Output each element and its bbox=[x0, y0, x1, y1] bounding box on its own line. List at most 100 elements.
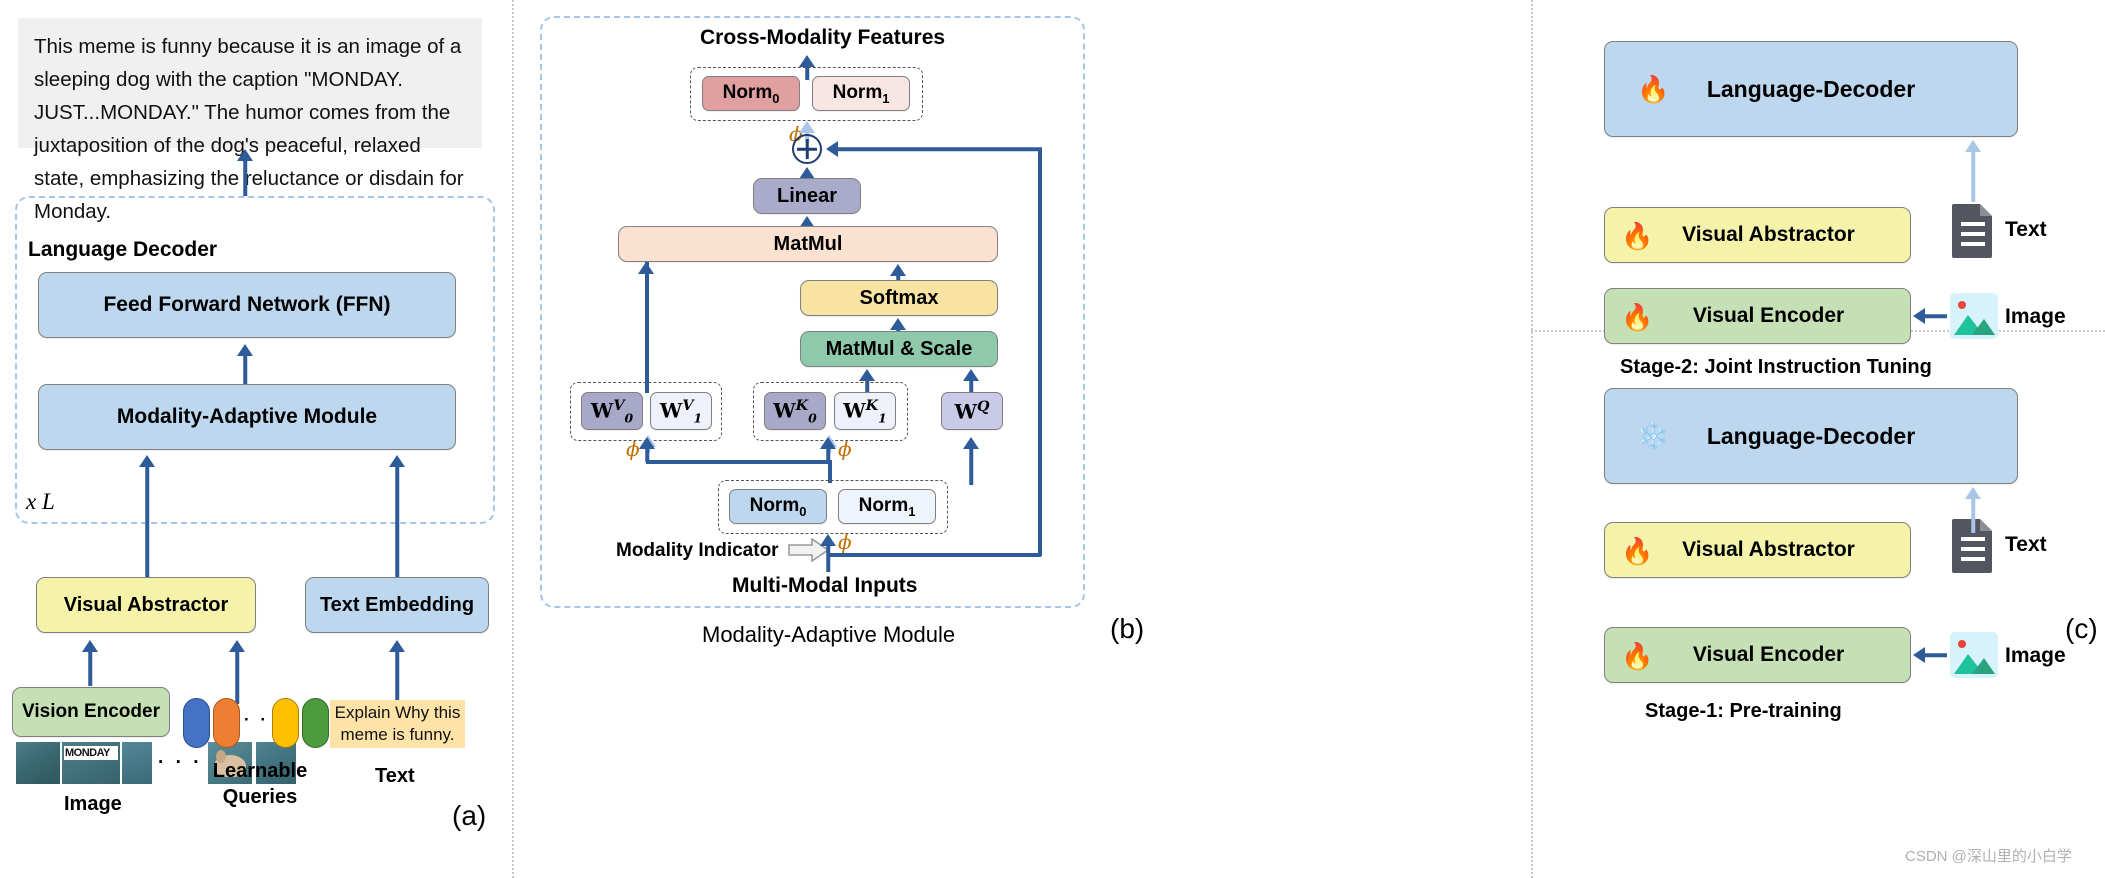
image-ellipsis: · · · bbox=[158, 752, 203, 773]
wv1-box[interactable]: WV1 bbox=[650, 392, 712, 430]
norm1-bottom-label: Norm1 bbox=[858, 494, 916, 519]
image-label-a: Image bbox=[64, 793, 122, 815]
text-embedding-label: Text Embedding bbox=[319, 593, 475, 616]
stage1-visual-abstractor-label: Visual Abstractor bbox=[1682, 538, 1855, 561]
learnable-query-3 bbox=[272, 698, 299, 748]
stage1-title: Stage-1: Pre-training bbox=[1645, 700, 1842, 722]
panel-a-letter: (a) bbox=[452, 800, 487, 831]
stage1-visual-encoder-box[interactable]: 🔥 Visual Encoder bbox=[1604, 627, 1911, 683]
modality-indicator-arrow-icon bbox=[788, 538, 830, 562]
linear-label: Linear bbox=[776, 184, 838, 207]
modality-adaptive-module-box[interactable]: Modality-Adaptive Module bbox=[38, 384, 456, 450]
wk1-label: WK1 bbox=[843, 396, 887, 426]
stage2-title: Stage-2: Joint Instruction Tuning bbox=[1620, 356, 1932, 378]
stage2-visual-abstractor-box[interactable]: 🔥 Visual Abstractor bbox=[1604, 207, 1911, 263]
norm-bus-riser-left bbox=[646, 460, 650, 464]
wv1-label: WV1 bbox=[659, 396, 703, 426]
document-icon-stage2 bbox=[1952, 204, 1992, 258]
phi-symbol-wv: ϕ bbox=[626, 437, 640, 461]
matmul-label: MatMul bbox=[773, 232, 843, 255]
stage2-visual-abstractor-label: Visual Abstractor bbox=[1682, 223, 1855, 246]
vision-encoder-label: Vision Encoder bbox=[22, 701, 160, 722]
image-icon-stage1 bbox=[1950, 632, 1998, 678]
user-prompt-box[interactable]: Explain Why this meme is funny. bbox=[330, 700, 465, 748]
fire-icon-stage2-encoder: 🔥 bbox=[1621, 302, 1654, 332]
panel-divider-a-b bbox=[512, 0, 514, 878]
image-thumbnail-5 bbox=[256, 742, 296, 784]
stage2-language-decoder-box[interactable]: 🔥 Language-Decoder bbox=[1604, 41, 2018, 137]
wq-label: WQ bbox=[954, 398, 990, 424]
stage2-visual-encoder-label: Visual Encoder bbox=[1692, 304, 1845, 327]
cross-modality-features-label: Cross-Modality Features bbox=[700, 26, 946, 49]
ffn-label: Feed Forward Network (FFN) bbox=[103, 293, 391, 316]
fire-icon-stage2-abstractor: 🔥 bbox=[1621, 221, 1654, 251]
norm1-top-label: Norm1 bbox=[832, 81, 890, 106]
repeat-layers-label: x L bbox=[26, 489, 55, 514]
stage1-visual-encoder-label: Visual Encoder bbox=[1692, 643, 1845, 666]
norm0-bottom-box[interactable]: Norm0 bbox=[729, 489, 827, 524]
stage1-language-decoder-box[interactable]: ❄️ Language-Decoder bbox=[1604, 388, 2018, 484]
phi-symbol-wk: ϕ bbox=[838, 437, 852, 461]
modality-adaptive-module-label: Modality-Adaptive Module bbox=[116, 405, 378, 428]
matmul-box[interactable]: MatMul bbox=[618, 226, 998, 262]
image-thumbnail-2: MONDAY bbox=[62, 742, 120, 784]
wq-box[interactable]: WQ bbox=[941, 392, 1003, 430]
modality-adaptive-module-frame bbox=[540, 16, 1085, 608]
panel-divider-b-c bbox=[1531, 0, 1533, 878]
softmax-label: Softmax bbox=[859, 286, 939, 309]
modality-indicator-label: Modality Indicator bbox=[616, 540, 779, 561]
image-thumbnail-4 bbox=[208, 742, 252, 784]
stage1-language-decoder-label: Language-Decoder bbox=[1706, 422, 1916, 449]
fire-icon-stage1-encoder: 🔥 bbox=[1621, 641, 1654, 671]
model-answer-caption: This meme is funny because it is an imag… bbox=[18, 18, 482, 223]
wk1-box[interactable]: WK1 bbox=[834, 392, 896, 430]
wv0-box[interactable]: WV0 bbox=[581, 392, 643, 430]
add-operator bbox=[792, 134, 822, 164]
snowflake-icon-stage1-decoder: ❄️ bbox=[1637, 421, 1670, 451]
matmul-scale-label: MatMul & Scale bbox=[825, 337, 973, 360]
wv0-label: WV0 bbox=[590, 396, 634, 426]
text-embedding-box[interactable]: Text Embedding bbox=[305, 577, 489, 633]
phi-symbol-bottom: ϕ bbox=[838, 530, 852, 554]
learnable-query-1 bbox=[183, 698, 210, 748]
residual-line-bottom bbox=[828, 553, 1041, 557]
text-label-a: Text bbox=[375, 765, 415, 787]
stage1-visual-abstractor-box[interactable]: 🔥 Visual Abstractor bbox=[1604, 522, 1911, 578]
learnable-queries-label: Learnable Queries bbox=[212, 760, 308, 808]
vision-encoder-box[interactable]: Vision Encoder bbox=[12, 687, 170, 737]
fire-icon-stage1-abstractor: 🔥 bbox=[1621, 536, 1654, 566]
bottom-norm-group-frame bbox=[718, 480, 948, 534]
norm1-top-box[interactable]: Norm1 bbox=[812, 76, 910, 111]
norm0-top-label: Norm0 bbox=[722, 81, 780, 106]
stage1-image-label: Image bbox=[2005, 644, 2066, 667]
image-thumbnail-3 bbox=[122, 742, 152, 784]
norm-bus-riser bbox=[828, 460, 832, 483]
stage2-visual-encoder-box[interactable]: 🔥 Visual Encoder bbox=[1604, 288, 1911, 344]
top-norm-group-frame bbox=[690, 67, 923, 121]
language-decoder-label: Language Decoder bbox=[28, 238, 218, 261]
visual-abstractor-box-a[interactable]: Visual Abstractor bbox=[36, 577, 256, 633]
wk0-box[interactable]: WK0 bbox=[764, 392, 826, 430]
norm-distribution-bus bbox=[646, 460, 831, 464]
norm1-bottom-box[interactable]: Norm1 bbox=[838, 489, 936, 524]
stage2-text-label: Text bbox=[2005, 218, 2047, 241]
wk0-label: WK0 bbox=[773, 396, 817, 426]
image-icon-stage2 bbox=[1950, 293, 1998, 339]
softmax-box[interactable]: Softmax bbox=[800, 280, 998, 316]
norm0-top-box[interactable]: Norm0 bbox=[702, 76, 800, 111]
ffn-box[interactable]: Feed Forward Network (FFN) bbox=[38, 272, 456, 338]
panel-b-letter: (b) bbox=[1110, 613, 1145, 644]
line-wv-to-matmul bbox=[645, 262, 649, 393]
document-icon-stage1 bbox=[1952, 519, 1992, 573]
stage2-language-decoder-label: Language-Decoder bbox=[1706, 75, 1916, 102]
fire-icon-stage2-decoder: 🔥 bbox=[1637, 74, 1670, 104]
learnable-query-2 bbox=[213, 698, 240, 748]
image-thumbnail-1 bbox=[16, 742, 60, 784]
panel-b-title: Modality-Adaptive Module bbox=[702, 622, 956, 647]
multimodal-inputs-label: Multi-Modal Inputs bbox=[732, 574, 918, 597]
matmul-scale-box[interactable]: MatMul & Scale bbox=[800, 331, 998, 367]
linear-box[interactable]: Linear bbox=[753, 178, 861, 214]
watermark-label: CSDN @深山里的小白学 bbox=[1905, 848, 2072, 865]
learnable-query-4 bbox=[302, 698, 329, 748]
